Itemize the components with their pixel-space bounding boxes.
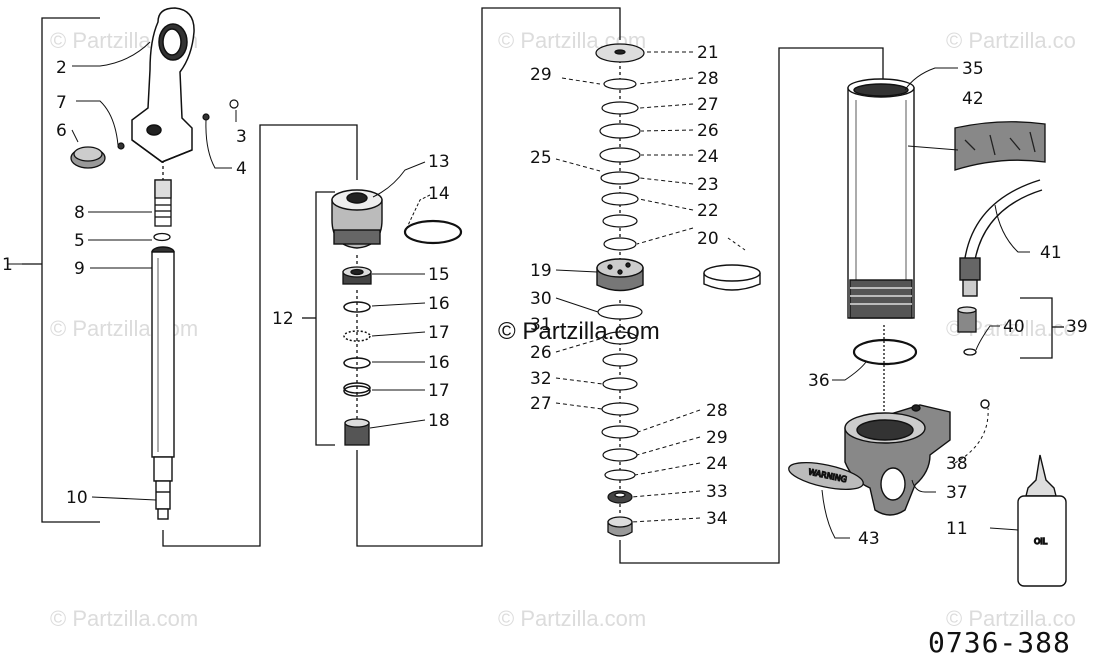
callout-26b: 26 — [530, 343, 552, 363]
callout-2: 2 — [56, 58, 67, 78]
callout-24b: 24 — [706, 454, 728, 474]
bushing-6 — [70, 146, 106, 169]
base-end-37 — [844, 399, 990, 516]
fitting-40 — [957, 306, 977, 356]
callout-10: 10 — [66, 488, 88, 508]
callout-34: 34 — [706, 509, 728, 529]
callout-32: 32 — [530, 369, 552, 389]
callout-13: 13 — [428, 152, 450, 172]
callout-29b: 29 — [706, 428, 728, 448]
o-ring-36 — [852, 338, 918, 366]
callout-18: 18 — [428, 411, 450, 431]
piston-band-20 — [703, 264, 761, 291]
callout-28a: 28 — [697, 69, 719, 89]
rod-end-eye — [131, 7, 195, 163]
watermark-bottom-left: © Partzilla.com — [50, 606, 198, 631]
callout-14: 14 — [428, 184, 450, 204]
bushing-18 — [344, 418, 370, 446]
oil-bottle-11: OIL — [1017, 454, 1067, 587]
leader-lines — [8, 41, 1030, 539]
callout-40: 40 — [1003, 317, 1025, 337]
callout-31: 31 — [530, 315, 552, 335]
gland-nut-13 — [331, 189, 383, 249]
piston-19 — [596, 258, 644, 292]
callout-39: 39 — [1066, 317, 1088, 337]
callout-25: 25 — [530, 148, 552, 168]
callout-9: 9 — [74, 259, 85, 279]
cylinder-tube-35 — [847, 78, 915, 319]
watermark-mid-left: © Partzilla.com — [50, 316, 198, 341]
washer-stack-upper — [595, 43, 645, 251]
callout-36: 36 — [808, 371, 830, 391]
callout-24a: 24 — [697, 147, 719, 167]
callout-23: 23 — [697, 175, 719, 195]
assembly-brackets — [22, 7, 1064, 564]
callout-numbers: 1 2 7 6 3 4 8 5 9 10 12 13 14 15 16 17 1… — [2, 43, 1088, 549]
nut-34 — [607, 516, 633, 537]
piston-rod-9 — [151, 246, 175, 520]
callout-35: 35 — [962, 59, 984, 79]
label-42 — [954, 121, 1046, 171]
svg-text:OIL: OIL — [1034, 537, 1048, 546]
callout-1: 1 — [2, 255, 13, 275]
washer-5 — [153, 232, 171, 242]
callout-33: 33 — [706, 482, 728, 502]
stud-8 — [154, 179, 172, 227]
watermark-bottom-right: © Partzilla.co — [946, 606, 1076, 631]
callout-16b: 16 — [428, 353, 450, 373]
callout-6: 6 — [56, 121, 67, 141]
callout-26a: 26 — [697, 121, 719, 141]
seal-15 — [342, 266, 372, 285]
callout-21: 21 — [697, 43, 719, 63]
callout-22: 22 — [697, 201, 719, 221]
callout-27a: 27 — [697, 95, 719, 115]
hose-41 — [959, 179, 1043, 297]
callout-5: 5 — [74, 231, 85, 251]
callout-4: 4 — [236, 159, 247, 179]
callout-37: 37 — [946, 483, 968, 503]
callout-17b: 17 — [428, 381, 450, 401]
watermark-top-right: © Partzilla.co — [946, 28, 1076, 53]
watermark-bottom-center: © Partzilla.com — [498, 606, 646, 631]
callout-11: 11 — [946, 519, 968, 539]
callout-20: 20 — [697, 229, 719, 249]
callout-16a: 16 — [428, 294, 450, 314]
callout-12: 12 — [272, 309, 294, 329]
center-watermark: © Partzilla.com — [498, 318, 660, 345]
washer-stack-lower — [597, 304, 643, 504]
callout-38: 38 — [946, 454, 968, 474]
callout-3: 3 — [236, 127, 247, 147]
callout-8: 8 — [74, 203, 85, 223]
o-ring-14 — [403, 219, 463, 245]
callout-42: 42 — [962, 89, 984, 109]
callout-19: 19 — [530, 261, 552, 281]
callout-43: 43 — [858, 529, 880, 549]
callout-28b: 28 — [706, 401, 728, 421]
callout-29a: 29 — [530, 65, 552, 85]
warning-plate-43: WARNING — [788, 462, 864, 490]
diagram-code: 0736-388 — [928, 626, 1071, 659]
callout-41: 41 — [1040, 243, 1062, 263]
callout-7: 7 — [56, 93, 67, 113]
rings-16-17 — [343, 301, 371, 397]
callout-15: 15 — [428, 265, 450, 285]
callout-17a: 17 — [428, 323, 450, 343]
callout-30: 30 — [530, 289, 552, 309]
callout-27b: 27 — [530, 394, 552, 414]
